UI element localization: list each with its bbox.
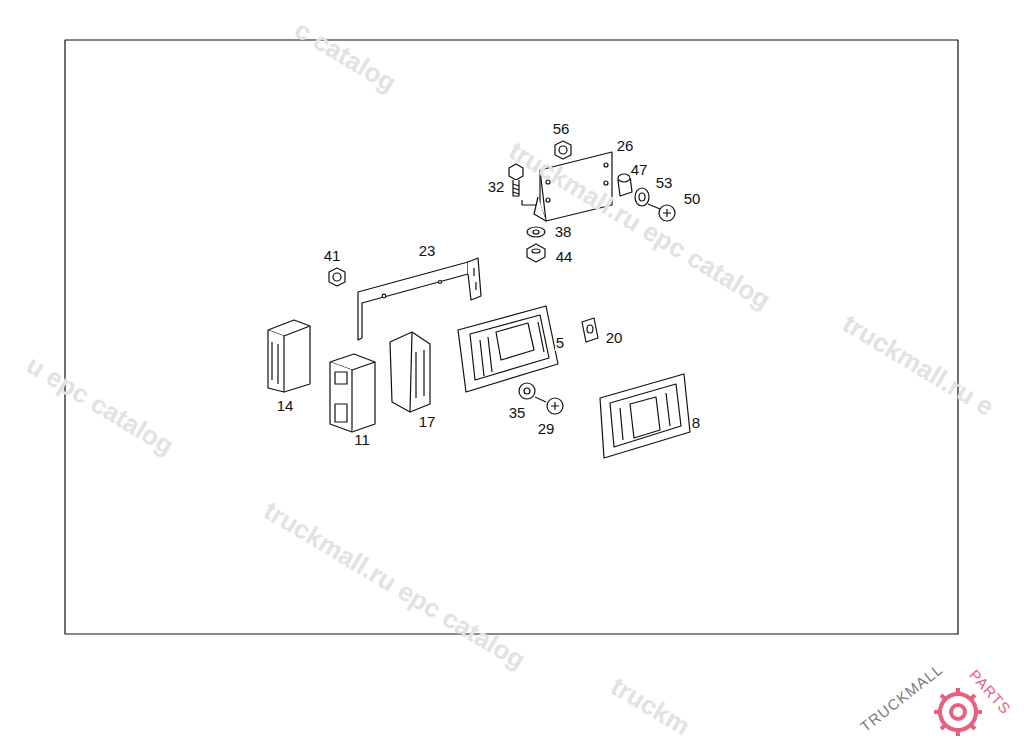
watermark: truckmall.ru epc catalog: [259, 496, 530, 675]
part-drawing: [604, 181, 608, 185]
part-drawing: [630, 397, 660, 438]
callout-number: 17: [418, 414, 437, 431]
part-drawing: [284, 326, 310, 392]
part-drawing: [620, 393, 670, 440]
callout-number: 26: [616, 138, 635, 155]
part-drawing: [610, 384, 681, 447]
part-drawing: [519, 383, 535, 399]
callout-number: 47: [630, 162, 649, 179]
logo-text: PARTS: [966, 667, 1014, 718]
callout-number: 20: [605, 330, 624, 347]
part-drawing: [416, 350, 424, 398]
part-drawing: [635, 188, 649, 206]
part-drawing: [659, 205, 675, 221]
part-drawing: [663, 209, 671, 217]
callout-number: 56: [552, 121, 571, 138]
part-drawing: [458, 306, 558, 392]
part-drawing: [470, 315, 549, 380]
part-drawing: [934, 688, 982, 736]
callout-number: 41: [323, 248, 342, 265]
part-drawing: [268, 330, 284, 392]
part-drawing: [559, 146, 567, 154]
part-drawing: [65, 40, 958, 634]
part-drawing: [382, 294, 386, 298]
callout-number: 44: [555, 249, 574, 266]
part-drawing: [390, 332, 430, 412]
part-drawing: [474, 268, 476, 290]
part-drawing: [496, 323, 534, 360]
part-drawing: [648, 204, 660, 209]
callout-number: 29: [537, 421, 556, 438]
part-drawing: [410, 332, 412, 412]
part-drawing: [582, 318, 598, 342]
part-drawing: [352, 362, 375, 432]
part-drawing: [546, 198, 550, 202]
part-drawing: [330, 362, 352, 432]
part-drawing: [335, 404, 347, 422]
callout-number: 38: [554, 224, 573, 241]
part-drawing: [600, 374, 690, 458]
part-drawing: [333, 273, 341, 281]
callout-number: 11: [353, 432, 371, 449]
part-drawing: [335, 372, 347, 384]
part-group: [65, 40, 958, 634]
part-drawing: [358, 262, 468, 340]
part-drawing: [532, 249, 540, 253]
part-drawing: [527, 227, 545, 237]
part-drawing: [535, 397, 546, 402]
part-drawing: [329, 268, 345, 286]
watermark: truckm: [605, 671, 694, 740]
part-drawing: [639, 193, 645, 201]
part-drawing: [468, 258, 481, 300]
part-drawing: [587, 325, 593, 333]
part-group: [934, 688, 982, 736]
part-drawing: [555, 141, 571, 159]
callout-number: 5: [555, 335, 565, 352]
callout-number: 35: [508, 405, 527, 422]
callout-number: 14: [276, 398, 295, 415]
watermark: c catalog: [289, 15, 400, 98]
part-drawing: [524, 388, 530, 394]
logo-text: TRUCKMALL: [858, 661, 947, 735]
callout-number: 50: [683, 191, 702, 208]
part-drawing: [513, 184, 519, 194]
callout-number: 23: [418, 243, 437, 260]
part-drawing: [618, 174, 630, 182]
part-drawing: [951, 705, 965, 719]
part-drawing: [604, 163, 608, 167]
part-drawing: [940, 694, 976, 730]
part-drawing: [527, 244, 545, 262]
part-drawing: [513, 180, 519, 196]
part-drawing: [551, 402, 559, 410]
part-drawing: [547, 398, 563, 414]
watermark: u epc catalog: [21, 350, 178, 460]
callout-number: 8: [691, 415, 701, 432]
watermark: truckmall.ru e: [838, 309, 999, 421]
part-drawing: [534, 197, 546, 221]
part-drawing: [533, 230, 539, 234]
callout-number: 53: [655, 175, 674, 192]
part-drawing: [480, 322, 544, 376]
part-drawing: [272, 342, 278, 384]
part-drawing: [439, 281, 442, 284]
callout-number: 32: [487, 179, 506, 196]
